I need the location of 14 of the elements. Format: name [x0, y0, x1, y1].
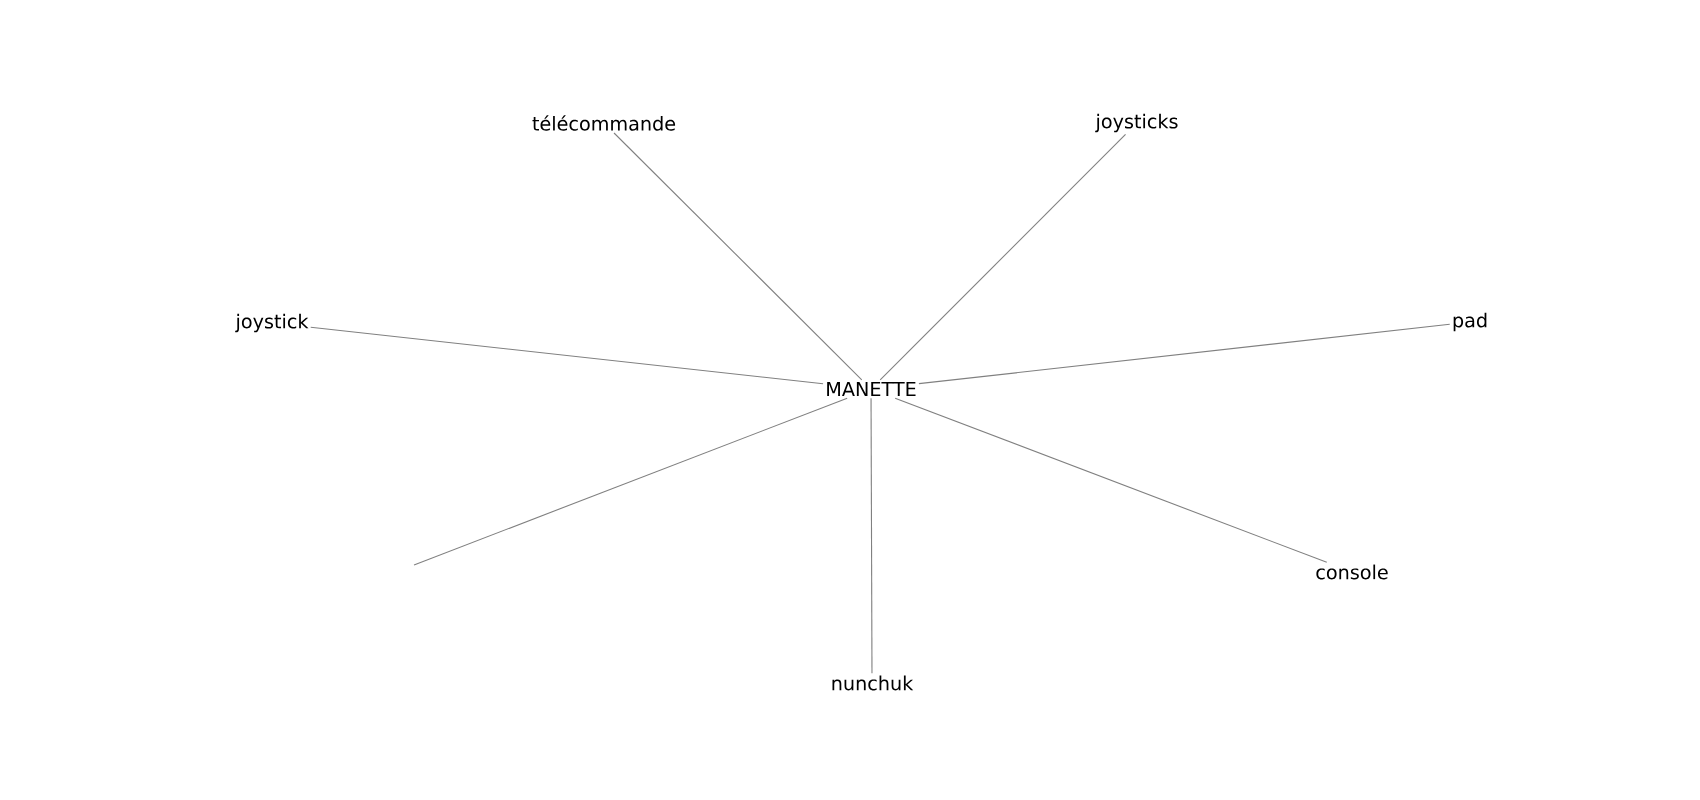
connector-line	[894, 397, 1328, 563]
word-label: console	[1316, 564, 1388, 580]
connector-line	[613, 132, 863, 381]
connector-line	[870, 397, 873, 674]
connector-line	[918, 323, 1451, 385]
word-label: télécommande	[532, 115, 676, 131]
word-label: MANETTE	[827, 382, 916, 396]
word-label: joystick	[235, 313, 309, 333]
connector-line	[310, 326, 824, 385]
word-label: nunchuk	[832, 675, 914, 691]
connector-line	[413, 397, 848, 566]
connector-line	[879, 133, 1127, 381]
word-label: joysticks	[1095, 113, 1178, 133]
word-label: pad	[1453, 312, 1487, 332]
